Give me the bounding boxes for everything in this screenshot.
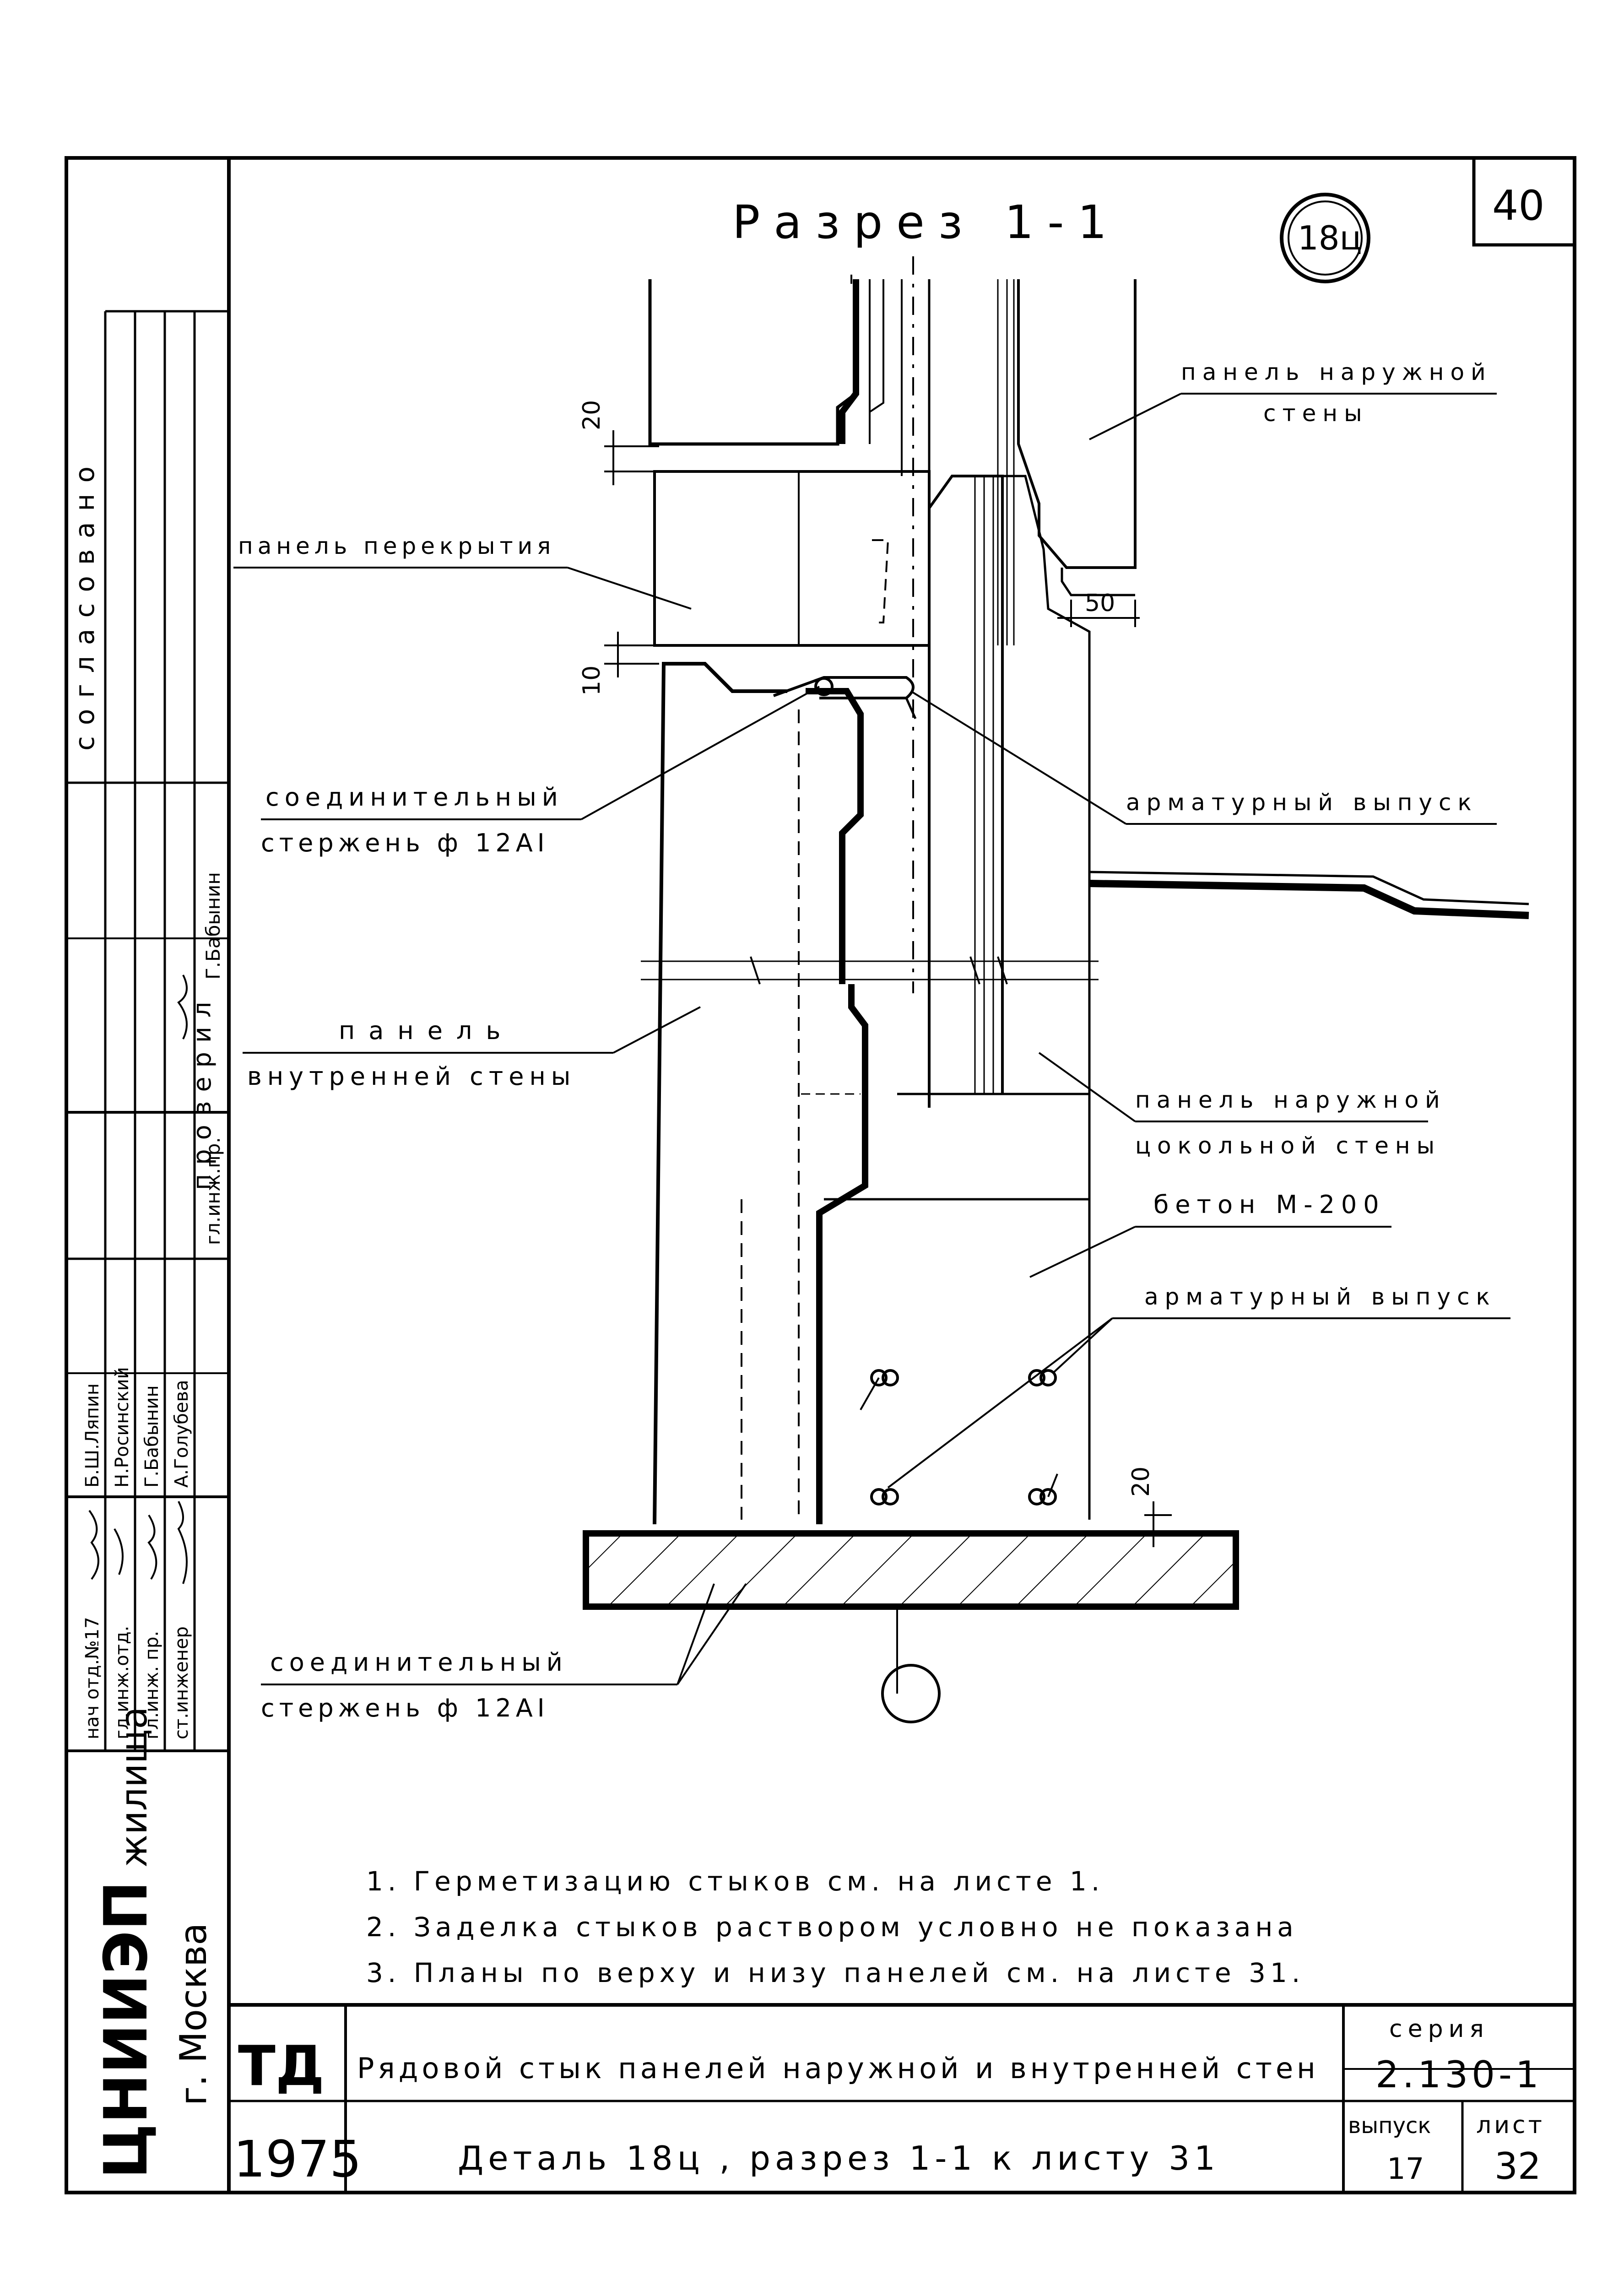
section-title: Разрез 1-1 (732, 195, 1121, 249)
callout-plinth-1: панель наружной (1135, 1087, 1446, 1113)
callout-inner-wall-2: внутренней стены (247, 1062, 576, 1091)
sheet-label: лист (1476, 2112, 1545, 2139)
sig-name-3: Г.Бабынин (141, 1385, 162, 1488)
title-year: 1975 (233, 2130, 362, 2188)
title-description-1: Рядовой стык панелей наружной и внутренн… (357, 2052, 1319, 2085)
dim-gap-bottom-left: 10 (578, 666, 606, 696)
signatures-handwriting (88, 1501, 188, 1584)
sig-role-1: нач отд.№17 (82, 1617, 103, 1739)
dim-gap-top: 20 (578, 400, 606, 430)
issue-value: 17 (1387, 2152, 1424, 2186)
approval-column: согласовано проверил гл.инж.пр. Г.Бабыни… (66, 310, 229, 2179)
section-drawing: 20 10 50 20 (578, 256, 1529, 1723)
detail-mark: 18ц (1280, 193, 1370, 283)
institute-subtitle: жилища (113, 1706, 155, 1868)
sheet-frame (65, 156, 1576, 2194)
callout-conn-rod-top-1: соединительный (265, 783, 563, 812)
sig-name-1: Б.Ш.Ляпин (82, 1383, 103, 1488)
sig-role-2: гл.инж.отд. (112, 1626, 133, 1739)
axis-marker (881, 1664, 941, 1723)
dimension-marks (604, 430, 1172, 1547)
title-code: ТД (238, 2035, 325, 2098)
institute-name: ЦНИИЭП (91, 1881, 161, 2179)
series-value: 2.130-1 (1375, 2053, 1543, 2096)
sig-role-4: ст.инженер (171, 1626, 192, 1739)
sig-name-4: А.Голубева (171, 1380, 192, 1488)
title-block: ТД 1975 Рядовой стык панелей наружной и … (229, 2003, 1575, 2193)
notes: 1. Герметизацию стыков см. на листе 1. 2… (366, 1866, 1305, 1988)
checker-name: Г.Бабынин (202, 872, 224, 980)
callout-inner-wall-1: панель (339, 1016, 514, 1045)
callout-floor-panel: панель перекрытия (238, 533, 555, 559)
svg-text:18ц: 18ц (1298, 219, 1362, 257)
page-number: 40 (1492, 182, 1545, 230)
checked-label: проверил (188, 992, 217, 1190)
callout-conn-rod-bottom-2: стержень ф 12АI (261, 1694, 549, 1722)
sig-name-2: Н.Росинский (112, 1367, 133, 1488)
callout-outer-wall-2: стены (1263, 400, 1369, 427)
checker-role: гл.инж.пр. (202, 1137, 224, 1245)
sheet-value: 32 (1494, 2145, 1541, 2188)
callout-conn-rod-bottom-1: соединительный (270, 1648, 568, 1677)
title-description-2: Деталь 18ц , разрез 1-1 к листу 31 (458, 2139, 1220, 2177)
issue-label: выпуск (1348, 2113, 1431, 2139)
page-number-box (1472, 156, 1576, 247)
institute-city: г. Москва (172, 1923, 215, 2106)
callout-concrete: бетон М-200 (1153, 1190, 1386, 1219)
callout-conn-rod-top-2: стержень ф 12АI (261, 828, 549, 857)
note-1: 1. Герметизацию стыков см. на листе 1. (366, 1866, 1104, 1897)
note-2: 2. Заделка стыков раствором условно не п… (366, 1911, 1298, 1943)
rebar-outlets (860, 1369, 1058, 1505)
sig-role-3: гл.инж. пр. (141, 1631, 162, 1739)
series-label: серия (1389, 2015, 1489, 2043)
callout-rebar-outlet-bottom: арматурный выпуск (1144, 1283, 1496, 1310)
agreed-label: согласовано (69, 455, 100, 751)
callout-outer-wall-1: панель наружной (1181, 359, 1492, 385)
note-3: 3. Планы по верху и низу панелей см. на … (366, 1957, 1305, 1988)
callouts: панель наружной стены панель перекрытия … (233, 359, 1510, 1722)
checker-signature (177, 975, 188, 1040)
dim-gap-foundation: 20 (1127, 1467, 1155, 1497)
dim-overhang: 50 (1085, 590, 1115, 617)
callout-plinth-2: цокольной стены (1135, 1132, 1441, 1159)
callout-rebar-outlet-top: арматурный выпуск (1126, 789, 1478, 816)
